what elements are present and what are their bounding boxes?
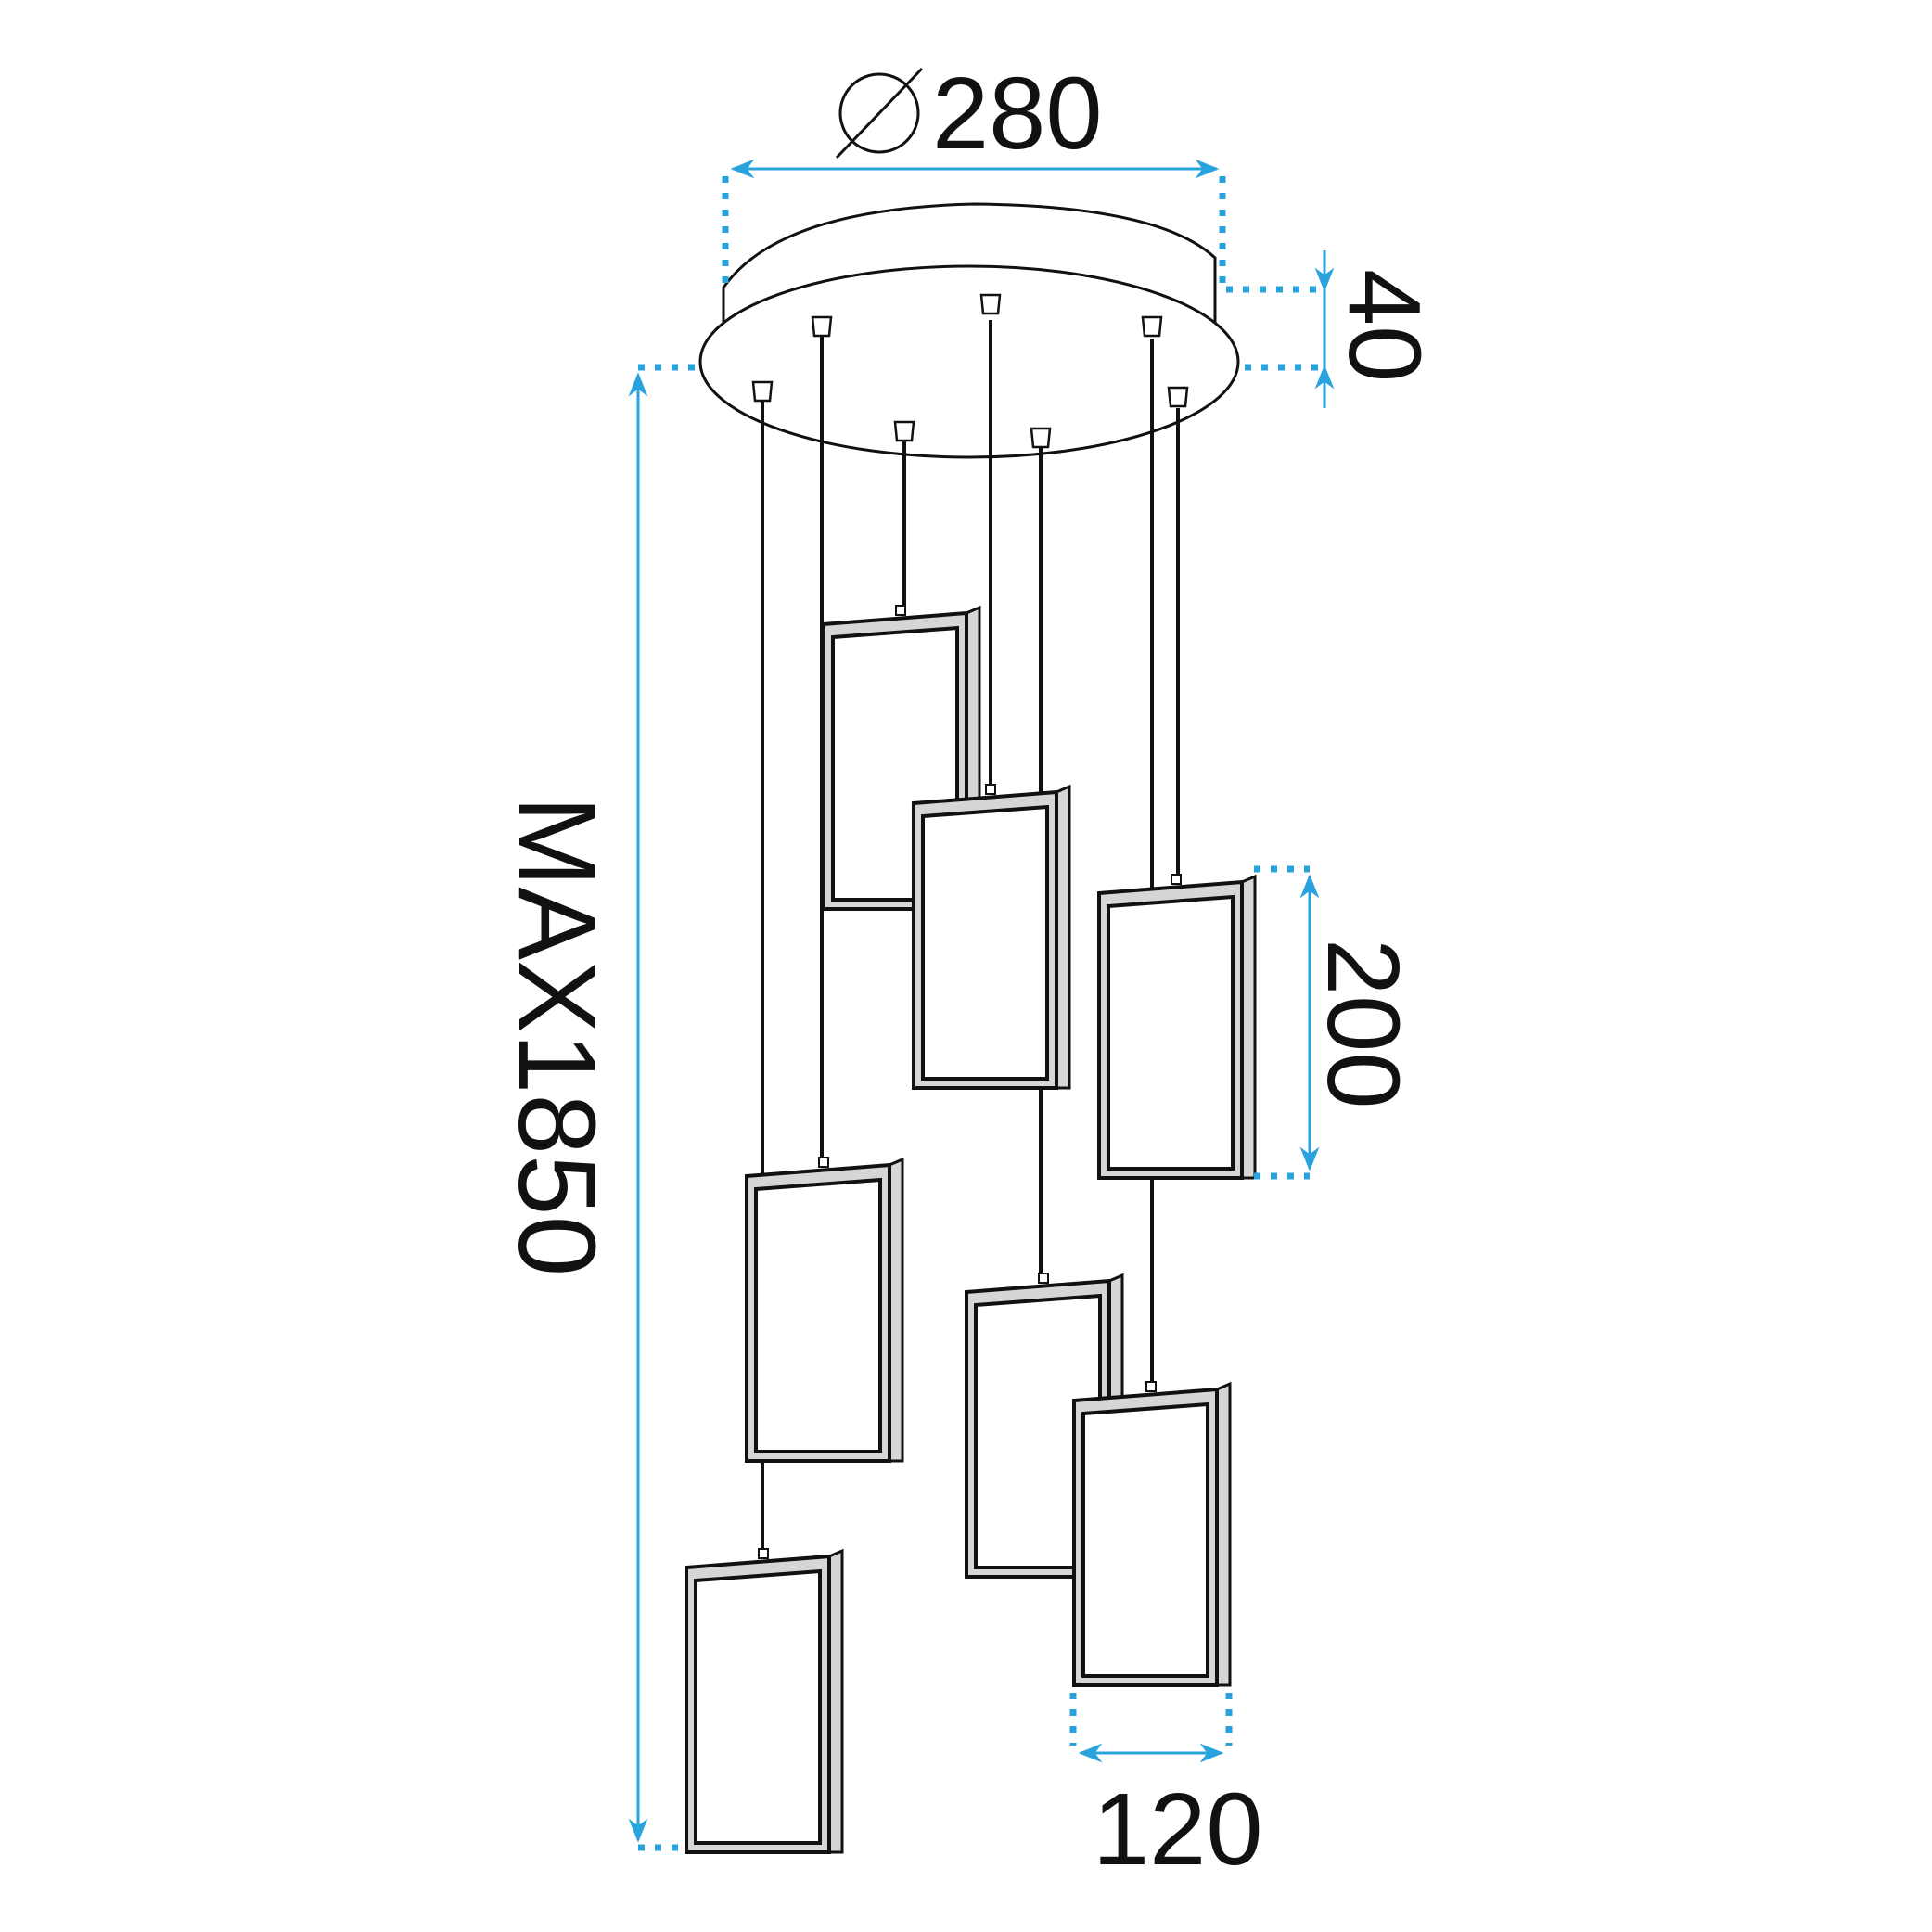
frame-width-dimension <box>1069 1693 1233 1763</box>
cable-connectors <box>751 293 1189 449</box>
max-height-dimension <box>628 364 697 1851</box>
pendant-frame <box>745 1157 904 1463</box>
canopy-diameter-label: 280 <box>932 57 1103 171</box>
dimension-lines <box>628 159 1335 1851</box>
frame-height-dimension <box>1254 865 1320 1180</box>
canopy-height-dimension <box>1226 250 1335 408</box>
pendant-frame <box>912 784 1071 1090</box>
diameter-dimension <box>722 159 1226 289</box>
frame-width-label: 120 <box>1093 1772 1263 1887</box>
max-height-label: MAX1850 <box>495 796 618 1276</box>
diameter-symbol-icon <box>835 67 924 160</box>
canopy-height-label: 40 <box>1327 269 1441 382</box>
pendant-frame <box>1072 1381 1232 1687</box>
frame-height-label: 200 <box>1306 939 1420 1109</box>
pendant-frame <box>1097 874 1257 1180</box>
pendant-frames <box>685 605 1257 1854</box>
pendant-frame <box>685 1548 844 1854</box>
ceiling-canopy <box>698 202 1240 459</box>
